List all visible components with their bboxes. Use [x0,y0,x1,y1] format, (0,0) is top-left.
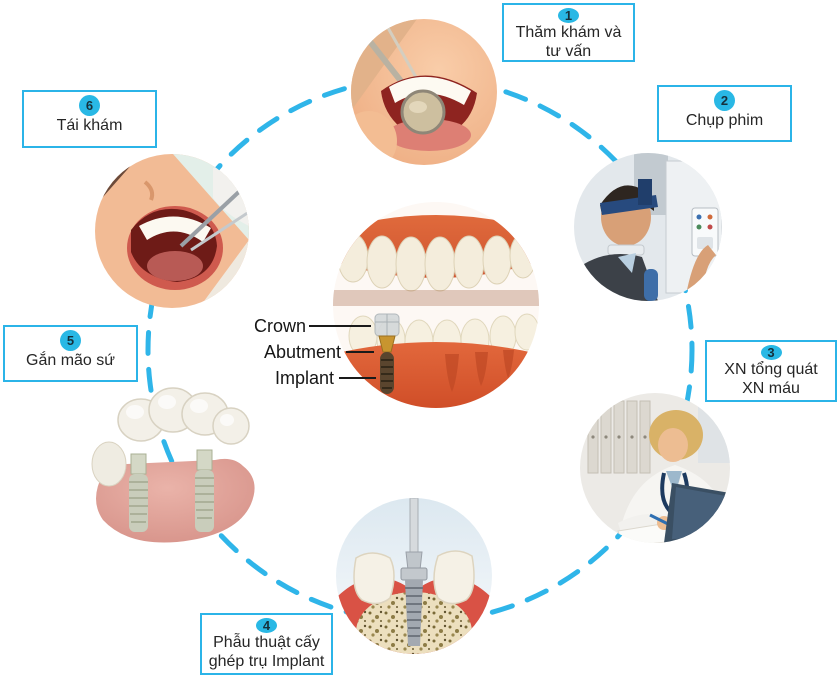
abutment-label: Abutment [263,342,341,362]
step3-label: XN tổng quát XN máu [724,361,818,397]
step5-box: 5 Gắn mão sứ [3,325,138,382]
crown-label: Crown [253,316,306,336]
step5-number-badge: 5 [60,330,81,351]
step6-box: 6 Tái khám [22,90,157,148]
step2-box: 2 Chụp phim [657,85,792,142]
crown-pointer-line [309,325,371,327]
step2-label: Chụp phim [685,112,764,129]
step2-number-badge: 2 [714,90,735,111]
step4-number-badge: 4 [256,618,277,633]
step3-doctor-writing-photo [580,393,730,543]
step1-box: 1 Thăm khám và tư vấn [502,3,635,62]
implant-label: Implant [274,368,334,388]
step2-panoramic-xray-photo [574,153,722,301]
step1-number-badge: 1 [558,8,579,23]
step5-crown-bridge-illustration [85,378,260,548]
abutment-pointer-line [346,351,374,353]
step1-dental-checkup-photo [351,19,497,165]
step4-implant-surgery-illustration [336,498,492,654]
center-jaws-implant-illustration [333,202,539,408]
step6-number-badge: 6 [79,95,100,116]
step6-label: Tái khám [56,117,123,134]
step5-label: Gắn mão sứ [26,352,115,369]
step1-label: Thăm khám và tư vấn [515,24,622,60]
step4-box: 4 Phẫu thuật cấy ghép trụ Implant [200,613,333,675]
step3-number-badge: 3 [760,345,782,360]
implant-pointer-line [339,377,376,379]
step3-box: 3 XN tổng quát XN máu [705,340,837,402]
step4-label: Phẫu thuật cấy ghép trụ Implant [208,634,325,670]
step6-followup-exam-photo [95,154,249,308]
